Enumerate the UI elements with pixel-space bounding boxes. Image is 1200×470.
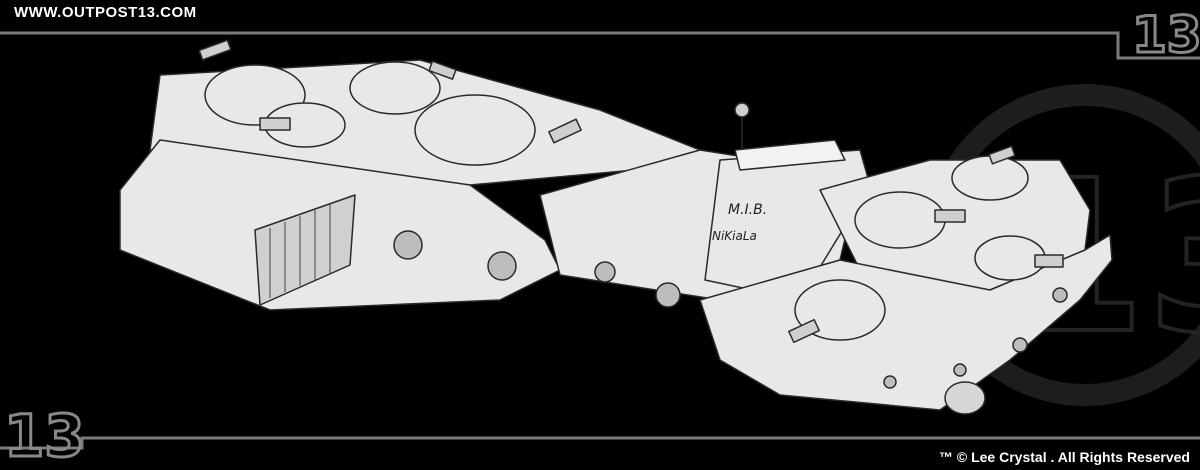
top-frame-line: [0, 31, 1200, 60]
dome: [794, 279, 886, 341]
cannon: [548, 118, 582, 144]
dome: [349, 61, 441, 115]
hull-marking-line1: M.I.B.: [728, 202, 767, 218]
cannon: [428, 60, 457, 80]
porthole: [393, 230, 423, 260]
logo-13-top-right: 13: [1132, 6, 1200, 64]
hull-marking-line2: NiKiaLa: [712, 229, 757, 243]
cannon: [259, 117, 291, 131]
porthole: [953, 363, 967, 377]
forward-hull-body: [699, 234, 1113, 411]
copyright-notice: ™ © Lee Crystal . All Rights Reserved: [939, 449, 1190, 465]
porthole: [883, 375, 897, 389]
porthole: [1012, 337, 1028, 353]
dome: [854, 191, 946, 249]
cannon: [1034, 254, 1064, 268]
cannon: [788, 318, 820, 344]
cannon: [198, 39, 232, 61]
cannon: [988, 145, 1016, 165]
bottom-frame-line: [0, 436, 1200, 450]
bridge-top: [734, 139, 846, 171]
dome: [951, 155, 1029, 201]
porthole: [655, 282, 681, 308]
nose-cone: [944, 381, 986, 415]
porthole: [487, 251, 517, 281]
dome: [414, 94, 536, 166]
site-url[interactable]: WWW.OUTPOST13.COM: [14, 4, 197, 21]
porthole: [594, 261, 616, 283]
porthole: [1052, 287, 1068, 303]
logo-13-bottom-left: 13: [4, 402, 85, 470]
antenna-dish: [734, 102, 750, 118]
cannon: [934, 209, 966, 223]
